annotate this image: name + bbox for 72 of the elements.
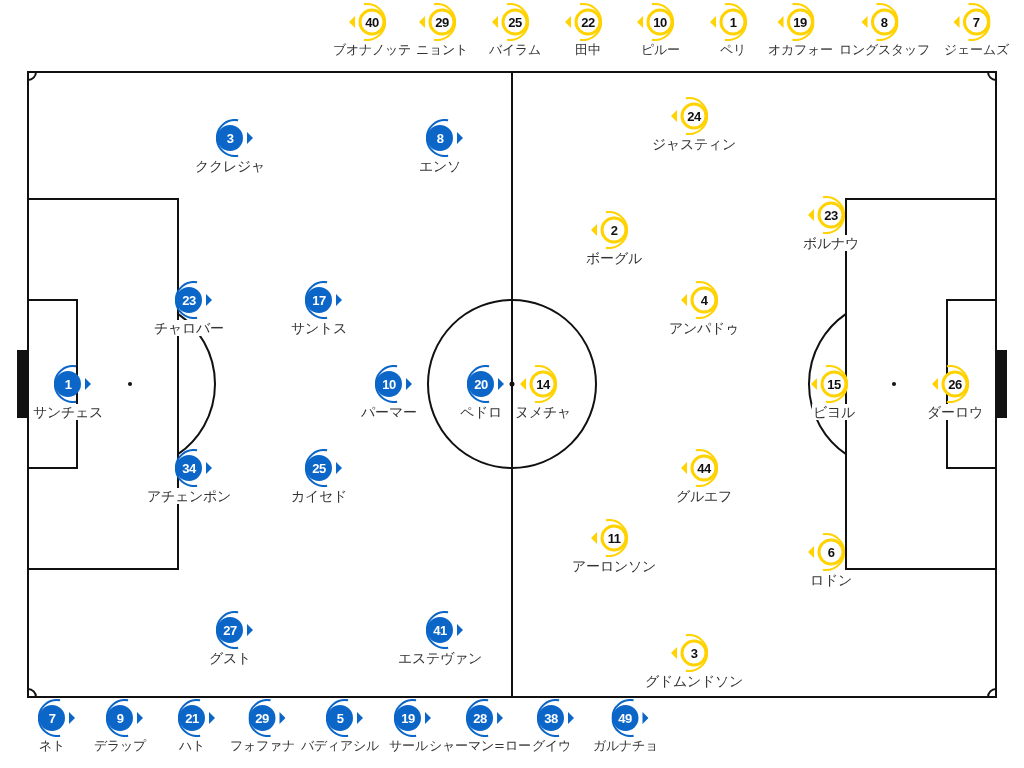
shirt-number: 6 (827, 545, 835, 559)
player-name: カイセド (290, 488, 348, 504)
shirt-number: 29 (255, 711, 269, 725)
shirt-number: 11 (607, 531, 621, 545)
shirt-number: 34 (182, 461, 196, 475)
player-name: アチェンポン (146, 488, 232, 504)
player-name: フォファナ (228, 738, 296, 754)
player-name: バイラム (488, 42, 542, 58)
player-name: ボルナウ (802, 235, 860, 251)
player-name: 田中 (574, 42, 602, 58)
shirt-number: 28 (473, 711, 487, 725)
player-name: オカフォー (766, 42, 834, 58)
shirt-number: 1 (729, 15, 737, 29)
shirt-number: 29 (435, 15, 449, 29)
player-name: エンソ (418, 158, 462, 174)
shirt-number: 21 (185, 711, 199, 725)
player-name: ボーグル (585, 250, 643, 266)
shirt-number: 8 (880, 15, 888, 29)
player-name: サンチェス (32, 404, 104, 420)
shirt-number: 23 (824, 208, 838, 222)
player-name: サントス (290, 320, 348, 336)
shirt-number: 10 (653, 15, 667, 29)
player-name: サール (387, 738, 429, 754)
shirt-number: 2 (610, 223, 618, 237)
shirt-number: 19 (793, 15, 807, 29)
shirt-number: 22 (581, 15, 595, 29)
shirt-number: 7 (48, 711, 56, 725)
shirt-number: 14 (536, 377, 550, 391)
player-name: グドムンドソン (644, 673, 744, 689)
player-name: グイウ (530, 738, 572, 754)
player-name: ペドロ (459, 404, 503, 420)
player-name: エステヴァン (397, 650, 483, 666)
player-name: ヌメチャ (514, 404, 572, 420)
shirt-number: 5 (336, 711, 344, 725)
shirt-number: 17 (312, 293, 326, 307)
shirt-number: 10 (382, 377, 396, 391)
shirt-number: 23 (182, 293, 196, 307)
player-name: ビヨル (812, 404, 856, 420)
player-name: ジェームズ (942, 42, 1010, 58)
player-name: ジャスティン (651, 136, 737, 152)
player-name: シャーマン=ロー (428, 738, 532, 754)
shirt-number: 7 (972, 15, 980, 29)
player-name: ククレジャ (194, 158, 266, 174)
shirt-number: 49 (618, 711, 632, 725)
shirt-number: 44 (697, 461, 711, 475)
player-name: アーロンソン (571, 558, 657, 574)
shirt-number: 25 (508, 15, 522, 29)
shirt-number: 19 (401, 711, 415, 725)
shirt-number: 20 (474, 377, 488, 391)
player-name: ダーロウ (926, 404, 984, 420)
shirt-number: 40 (365, 15, 379, 29)
player-name: デラップ (93, 738, 147, 754)
shirt-number: 27 (223, 623, 237, 637)
shirt-number: 9 (116, 711, 124, 725)
player-name: パーマー (360, 404, 418, 420)
player-name: チャロバー (153, 320, 225, 336)
shirt-number: 25 (312, 461, 326, 475)
shirt-number: 24 (687, 109, 701, 123)
shirt-number: 3 (226, 131, 234, 145)
player-name: ロドン (809, 572, 853, 588)
player-name: バディアシル (300, 738, 380, 754)
shirt-number: 15 (827, 377, 841, 391)
player-name: グルエフ (675, 488, 733, 504)
shirt-number: 26 (948, 377, 962, 391)
shirt-number: 38 (544, 711, 558, 725)
shirt-number: 1 (64, 377, 72, 391)
shirt-number: 4 (700, 293, 708, 307)
shirt-number: 41 (433, 623, 447, 637)
shirt-number: 3 (690, 646, 698, 660)
player-name: ブオナノッテ (332, 42, 412, 58)
player-name: アンパドゥ (668, 320, 740, 336)
shirt-number: 8 (436, 131, 444, 145)
